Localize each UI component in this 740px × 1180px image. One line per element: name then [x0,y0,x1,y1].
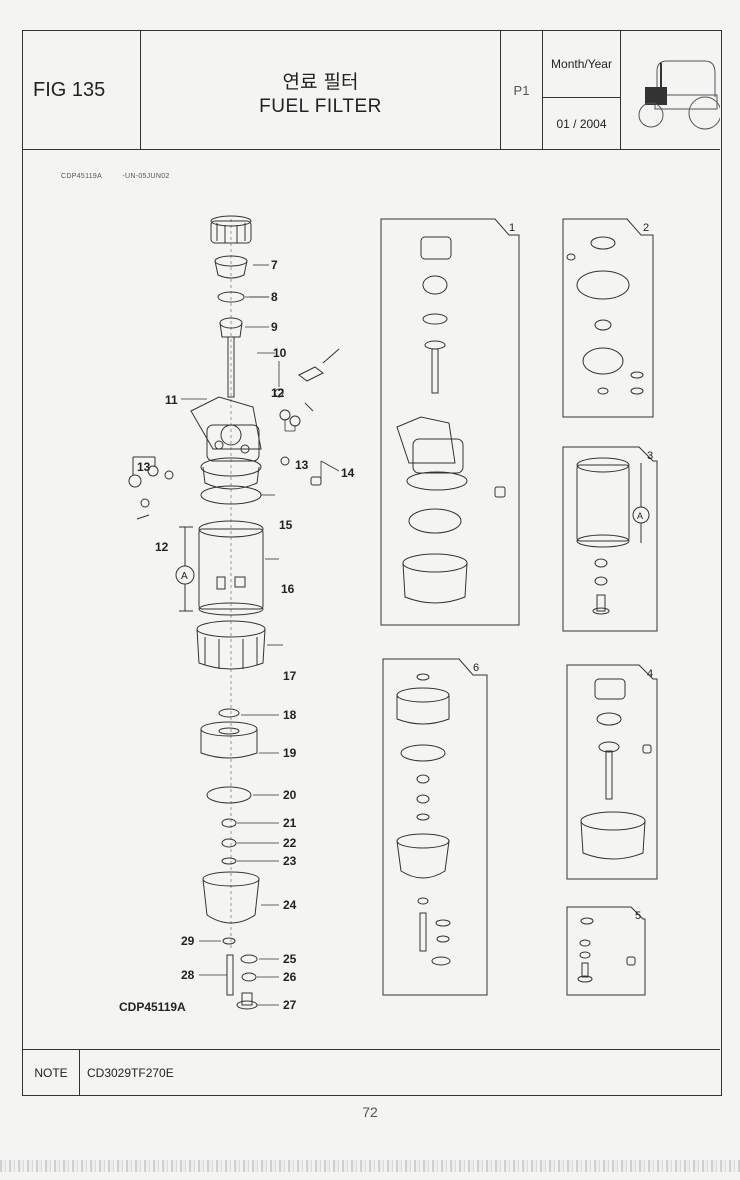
callout-13-left: 13 [137,460,151,474]
part-9-o-ring [217,291,245,303]
page-number: 72 [362,1104,378,1120]
tractor-location-cell [621,31,722,149]
callout-25: 25 [283,952,297,966]
callout-16: 16 [281,582,295,596]
drawing-code-line: CDP45119A -UN-05JUN02 [61,173,188,180]
callout-17: 17 [283,669,297,683]
part-14-plug [280,456,322,486]
callout-13-right: 13 [295,458,309,472]
part-19-collar [200,721,258,759]
kit-3-box [562,446,658,632]
kit-1-box [380,218,520,626]
part-12-fitting-left [136,470,174,520]
kit-5-box [566,906,646,996]
part-13-elbow-left [128,456,159,488]
note-label: NOTE [23,1050,80,1096]
part-11-filter-head [190,396,262,490]
part-7-cap-nut [210,215,252,244]
exploded-parts-diagram: 7 8 9 10 12 11 13 13 14 15 12 16 17 18 1… [119,215,658,1014]
part-21-ring [221,818,237,828]
part-24-water-bowl [202,871,260,924]
kit-callout-1: 1 [509,222,515,234]
date-cell: Month/Year 01 / 2004 [543,31,621,149]
header-row: FIG 135 연료 필터 FUEL FILTER P1 Month/Year … [23,31,722,150]
callout-22: 22 [283,836,297,850]
kit-6-box [382,658,488,996]
scan-artifact-strip [0,1160,740,1172]
part-10-valve-stem [219,317,243,398]
callout-15: 15 [279,518,293,532]
kit-callout-5: 5 [635,910,641,922]
part-22-ring [221,838,237,848]
kit-callout-4: 4 [647,668,653,680]
dimension-a-label: A [181,571,188,582]
kit-callout-2: 2 [643,222,649,234]
callout-24: 24 [283,898,297,912]
drawing-code-right: -UN-05JUN02 [122,173,170,180]
part-16-filter-element [198,520,264,616]
callout-9: 9 [271,320,278,334]
kit-3-dimension-label: A [637,511,643,521]
callout-10: 10 [273,346,287,360]
page-code: P1 [501,31,543,149]
figure-number: FIG 135 [23,31,141,149]
kit-callout-6: 6 [473,662,479,674]
title-korean: 연료 필터 [282,71,359,93]
date-value: 01 / 2004 [556,116,607,131]
callout-12-upper: 12 [271,386,285,400]
part-29-washer [222,937,236,945]
kit-callout-3: 3 [647,450,653,462]
callout-19: 19 [283,746,297,760]
part-23-ring [221,857,237,865]
callout-7: 7 [271,258,278,272]
callout-28: 28 [181,968,195,982]
part-26-washer [241,972,257,982]
callout-20: 20 [283,788,297,802]
callout-26: 26 [283,970,297,984]
diagram-caption: CDP45119A [119,1000,186,1014]
callout-27: 27 [283,998,297,1012]
callout-21: 21 [283,816,297,830]
callout-29: 29 [181,934,195,948]
kit-2-box [562,218,654,418]
title-english: FUEL FILTER [259,96,382,117]
callout-18: 18 [283,708,297,722]
part-28-drain-screw [226,954,234,996]
callout-11: 11 [165,393,178,407]
callout-12-lower: 12 [155,540,169,554]
part-18-washer [218,708,240,718]
callout-23: 23 [283,854,297,868]
callout-8: 8 [271,290,278,304]
dimension-a-marker [175,526,195,612]
tractor-icon [638,60,722,130]
document-frame: FIG 135 연료 필터 FUEL FILTER P1 Month/Year … [22,30,722,1096]
part-20-o-ring [206,786,252,804]
title-cell: 연료 필터 FUEL FILTER [141,31,501,149]
note-row: NOTE CD3029TF270E [23,1049,720,1096]
part-17-retaining-ring [196,620,266,670]
note-value: CD3029TF270E [87,1066,174,1080]
callout-14: 14 [341,466,355,480]
part-8-cup [214,255,248,279]
part-27-drain-valve [236,992,258,1010]
drawing-code-left: CDP45119A [61,173,103,180]
kit-4-box [566,664,658,880]
date-heading: Month/Year [543,31,620,98]
part-12-fitting-right [274,348,340,398]
part-25-seal [240,954,258,964]
